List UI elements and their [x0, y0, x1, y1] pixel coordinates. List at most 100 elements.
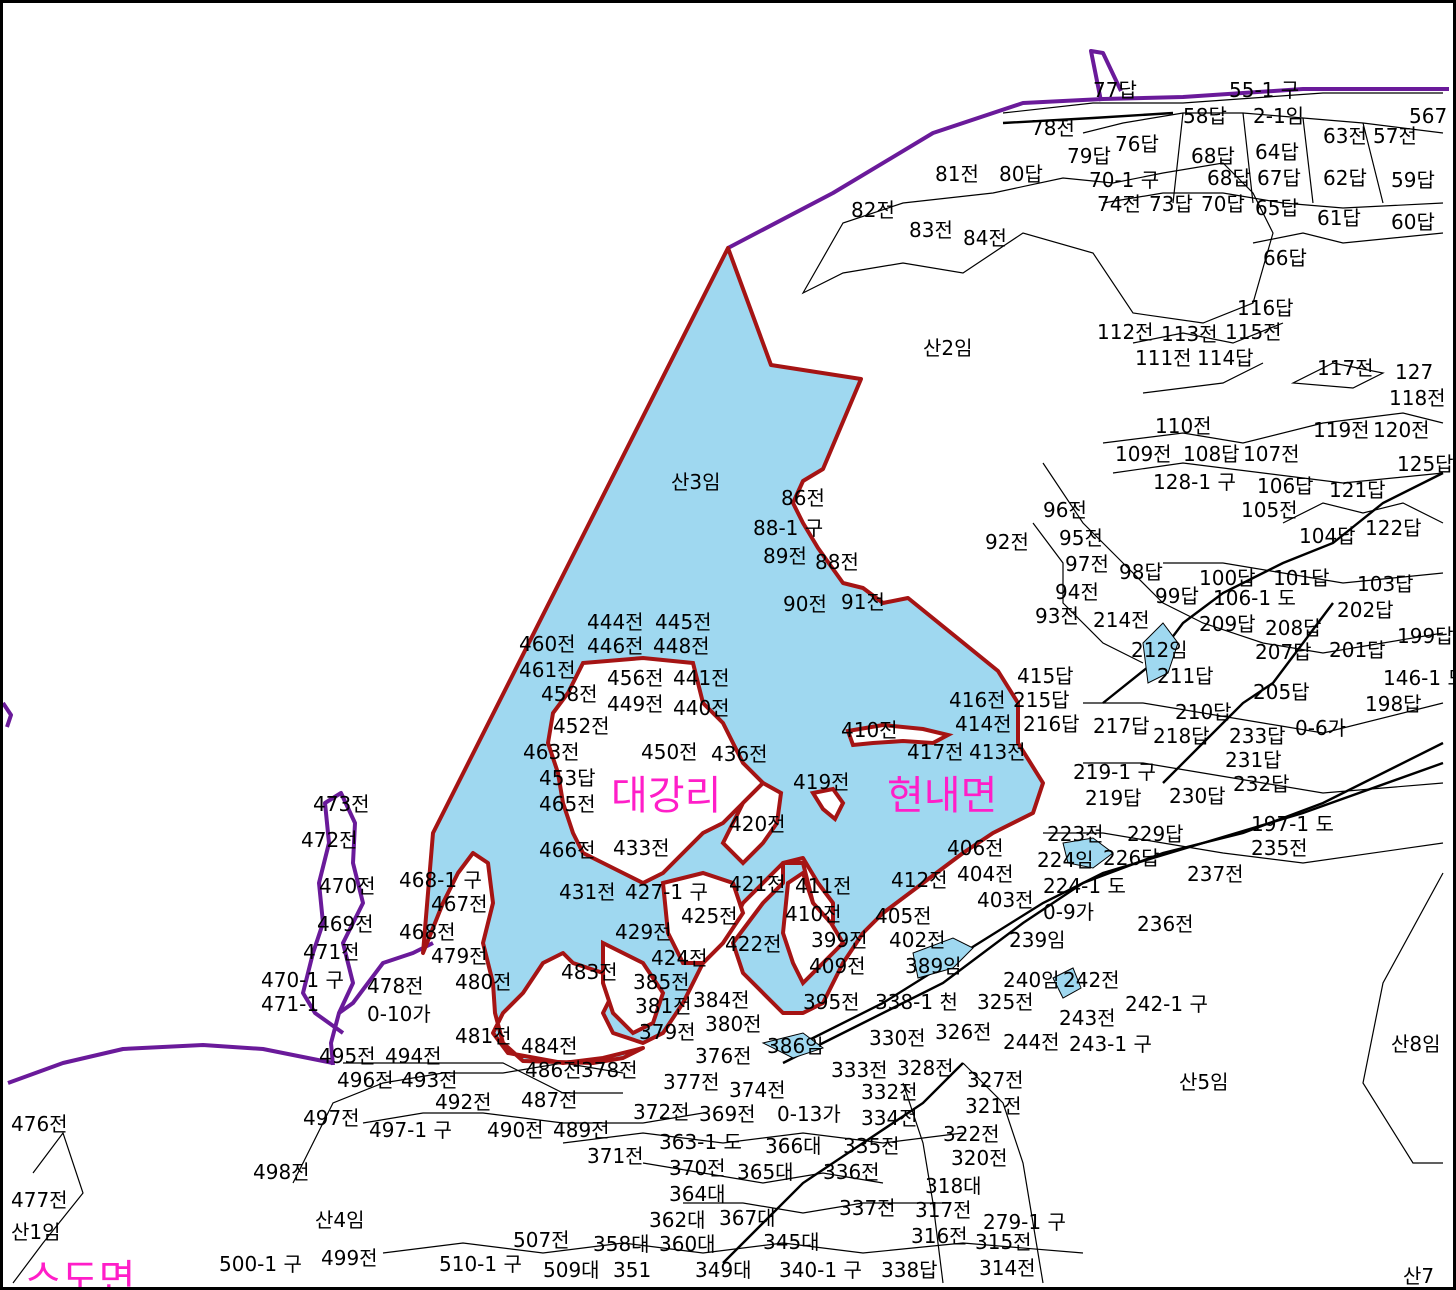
parcel-label: 218답: [1153, 724, 1210, 748]
parcel-label: 70-1 구: [1089, 168, 1159, 192]
parcel-label: 0-13가: [777, 1102, 841, 1126]
parcel-label: 68답: [1207, 166, 1251, 190]
parcel-label: 372전: [633, 1100, 690, 1124]
parcel-label: 116답: [1237, 296, 1294, 320]
parcel-label: 376전: [695, 1044, 752, 1068]
parcel-label: 463전: [523, 740, 580, 764]
parcel-label: 567: [1409, 104, 1447, 128]
parcel-label: 335전: [843, 1134, 900, 1158]
parcel-label: 436전: [711, 742, 768, 766]
parcel-label: 197-1 도: [1251, 812, 1334, 836]
parcel-label: 385전: [633, 970, 690, 994]
parcel-label: 201답: [1329, 638, 1386, 662]
parcel-label: 330전: [869, 1026, 926, 1050]
parcel-label: 315전: [975, 1230, 1032, 1254]
parcel-label: 481전: [455, 1024, 512, 1048]
parcel-label: 84전: [963, 226, 1007, 250]
parcel-label: 240임: [1003, 968, 1060, 992]
parcel-label: 101답: [1273, 566, 1330, 590]
parcel-label: 498전: [253, 1160, 310, 1184]
parcel-label: 458전: [541, 682, 598, 706]
parcel-label: 421전: [729, 872, 786, 896]
parcel-boundaries: [12, 92, 1444, 1284]
parcel-label: 466전: [539, 838, 596, 862]
parcel-label: 86전: [781, 486, 825, 510]
parcel-label: 380전: [705, 1012, 762, 1036]
parcel-label: 495전: [319, 1044, 376, 1068]
parcel-label: 77답: [1093, 78, 1137, 102]
parcel-label: 510-1 구: [439, 1252, 522, 1276]
parcel-label: 410전: [841, 718, 898, 742]
parcel-label: 223전: [1047, 822, 1104, 846]
parcel-label: 109전: [1115, 442, 1172, 466]
parcel-label: 210답: [1175, 700, 1232, 724]
parcel-label: 477전: [11, 1188, 68, 1212]
parcel-label: 336전: [823, 1160, 880, 1184]
parcel-label: 460전: [519, 632, 576, 656]
parcel-label: 494전: [385, 1044, 442, 1068]
parcel-label: 424전: [651, 946, 708, 970]
parcel-label: 산2임: [923, 336, 973, 360]
parcel-label: 243전: [1059, 1006, 1116, 1030]
parcel-label: 100답: [1199, 566, 1256, 590]
parcel-label: 448전: [653, 634, 710, 658]
parcel-label: 215답: [1013, 688, 1070, 712]
parcel-label: 427-1 구: [625, 880, 708, 904]
parcel-label: 420전: [729, 812, 786, 836]
parcel-label: 229답: [1127, 822, 1184, 846]
parcel-label: 374전: [729, 1078, 786, 1102]
parcel-label: 79답: [1067, 144, 1111, 168]
parcel-label: 417전: [907, 740, 964, 764]
parcel-label: 441전: [673, 666, 730, 690]
parcel-label: 366대: [765, 1134, 822, 1158]
parcel-label: 65답: [1255, 196, 1299, 220]
parcel-label: 97전: [1065, 552, 1109, 576]
parcel-label: 219답: [1085, 786, 1142, 810]
parcel-label: 440전: [673, 696, 730, 720]
parcel-label: 224-1 도: [1043, 874, 1126, 898]
parcel-label: 338답: [881, 1258, 938, 1282]
parcel-label: 산1임: [11, 1220, 61, 1244]
parcel-label: 378전: [581, 1058, 638, 1082]
parcel-label: 산5임: [1179, 1070, 1229, 1094]
parcel-label: 444전: [587, 610, 644, 634]
parcel-label: 67답: [1257, 166, 1301, 190]
parcel-label: 419전: [793, 770, 850, 794]
parcel-label: 322전: [943, 1122, 1000, 1146]
cadastral-map[interactable]: 대강리 현내면 스도면 77답 55-1 구 58답 2-1임 567 78전 …: [3, 3, 1453, 1287]
parcel-label: 490전: [487, 1118, 544, 1142]
parcel-label: 106답: [1257, 474, 1314, 498]
village-label: 대강리: [611, 773, 721, 819]
parcel-label: 333전: [831, 1058, 888, 1082]
parcel-label: 412전: [891, 868, 948, 892]
parcel-label: 468전: [399, 920, 456, 944]
parcel-label: 363-1 도: [659, 1130, 742, 1154]
parcel-label: 403전: [977, 888, 1034, 912]
parcel-label: 461전: [519, 658, 576, 682]
parcel-label: 113전: [1161, 322, 1218, 346]
parcel-label: 487전: [521, 1088, 578, 1112]
parcel-label: 208답: [1265, 616, 1322, 640]
parcel-label: 389임: [905, 954, 962, 978]
parcel-label: 127: [1395, 360, 1433, 384]
parcel-label: 118전: [1389, 386, 1446, 410]
parcel-label: 60답: [1391, 210, 1435, 234]
parcel-label: 74전: [1097, 192, 1141, 216]
parcel-label: 479전: [431, 944, 488, 968]
parcel-label: 59답: [1391, 168, 1435, 192]
parcel-label: 349대: [695, 1258, 752, 1282]
parcel-label: 산7: [1403, 1264, 1434, 1287]
parcel-label: 66답: [1263, 246, 1307, 270]
parcel-label: 110전: [1155, 414, 1212, 438]
parcel-label: 377전: [663, 1070, 720, 1094]
parcel-label: 243-1 구: [1069, 1032, 1152, 1056]
parcel-label: 399전: [811, 928, 868, 952]
selected-parcel-area[interactable]: [421, 246, 1045, 1065]
parcel-label: 370전: [669, 1156, 726, 1180]
parcel-label: 470-1 구: [261, 968, 344, 992]
parcel-label: 76답: [1115, 132, 1159, 156]
parcel-label: 493전: [401, 1068, 458, 1092]
parcel-label: 0-6가: [1295, 716, 1346, 740]
parcel-label: 105전: [1241, 498, 1298, 522]
